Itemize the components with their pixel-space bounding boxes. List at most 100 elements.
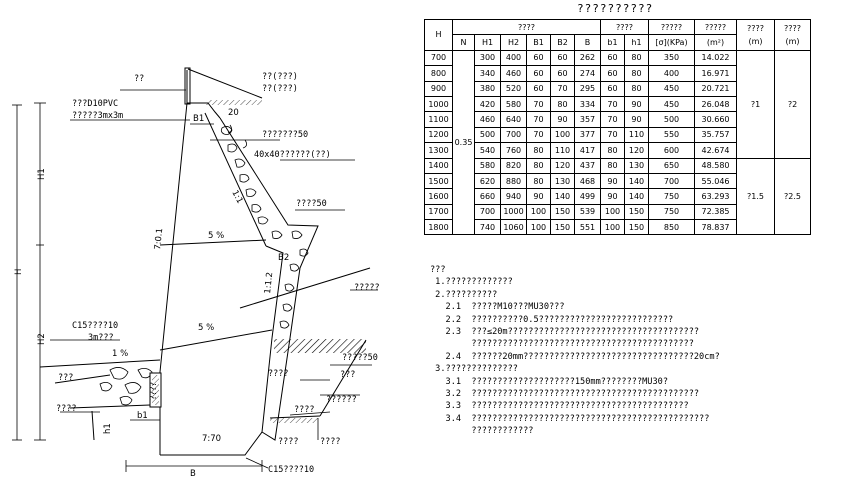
table-cell: 1000: [500, 203, 527, 221]
table-cell: 63.293: [694, 188, 737, 205]
table-cell: 700: [474, 203, 501, 221]
note-line: 3.2 ????????????????????????????????????…: [430, 388, 700, 399]
table-cell: 70: [600, 111, 625, 128]
notes-block: ??? 1.????????????? 2.?????????? 2.1 ???…: [430, 264, 720, 437]
table-cell: 620: [474, 172, 501, 190]
note-line: 3.1 ????????????????????150mm????????MU3…: [430, 376, 668, 387]
th-group-2: ????: [600, 18, 649, 36]
label-c15-top: C15????10: [72, 321, 118, 331]
label-b-dim: B: [190, 469, 196, 479]
table-cell: 551: [574, 219, 601, 236]
table-cell: 80: [526, 172, 551, 190]
label-h-dim: H: [14, 269, 24, 275]
table-cell: 80: [624, 49, 649, 67]
label-c15-bottom: C15????10: [268, 465, 314, 475]
table-cell: 539: [574, 203, 601, 221]
note-line: 3.??????????????: [430, 364, 518, 375]
table-cell: 750: [648, 188, 695, 205]
table-cell: 80: [624, 80, 649, 97]
table-cell: 300: [474, 49, 501, 67]
label-right-1: ?????50: [342, 353, 378, 363]
table-cell: 60: [526, 49, 551, 67]
table-cell: 110: [550, 142, 575, 159]
note-line: ????????????: [430, 426, 534, 437]
table-cell: 420: [474, 95, 501, 113]
label-right-5: ????: [294, 405, 314, 415]
th-h2: H2: [500, 34, 527, 51]
cell-n: 0.35: [452, 49, 475, 236]
table-cell: 499: [574, 188, 601, 205]
table-cell: 120: [624, 142, 649, 159]
table-cell: 640: [500, 111, 527, 128]
th-area: (m²): [694, 34, 737, 51]
table-cell: 700: [648, 172, 695, 190]
th-group-4: ?????: [694, 18, 737, 36]
label-pct-1: 1 %: [112, 349, 128, 359]
table-cell: 450: [648, 95, 695, 113]
leader-lines: [50, 89, 378, 469]
table-cell: 80: [600, 142, 625, 159]
table-cell: 350: [648, 49, 695, 67]
table-cell: 377: [574, 126, 601, 144]
cell-h: 800: [424, 65, 453, 82]
table-header-row: H ???? ???? ????? ????? ????(m) ????(m): [424, 18, 811, 51]
th-h: H: [424, 19, 453, 51]
cell-group2-v1: ?1.5: [736, 157, 775, 236]
label-h1-dim: H1: [37, 168, 47, 180]
label-slope-12: 1:1.2: [263, 272, 275, 295]
table-cell: 80: [526, 157, 551, 174]
cell-h: 1500: [424, 172, 453, 190]
table-cell: 100: [600, 203, 625, 221]
label-b2: B2: [278, 253, 289, 263]
table-cell: 940: [500, 188, 527, 205]
label-rail-top-2: ??(???): [262, 84, 298, 94]
note-line: 3.3 ????????????????????????????????????…: [430, 401, 689, 412]
table-cell: 140: [624, 172, 649, 190]
label-c15-top-2: 3m???: [88, 333, 114, 343]
table-cell: 100: [526, 203, 551, 221]
label-pvc-2: ?????3mx3m: [72, 111, 123, 121]
table-cell: 600: [648, 142, 695, 159]
table-cell: 80: [550, 95, 575, 113]
retaining-wall-section-drawing: ?? ??(???) ??(???) ???D10PVC ?????3mx3m …: [12, 67, 380, 479]
table-cell: 580: [500, 95, 527, 113]
table-cell: 130: [624, 157, 649, 174]
note-line: 2.2 ??????????0.5???????????????????????…: [430, 314, 674, 325]
table-cell: 110: [624, 126, 649, 144]
table-cell: 90: [624, 111, 649, 128]
th-h1: H1: [474, 34, 501, 51]
table-cell: 400: [500, 49, 527, 67]
table-cell: 60: [600, 65, 625, 82]
table-cell: 60: [526, 65, 551, 82]
table-cell: 20.721: [694, 80, 737, 97]
table-cell: 100: [600, 219, 625, 236]
table-cell: 140: [624, 188, 649, 205]
label-50a: ???????50: [262, 130, 308, 140]
table-cell: 60: [550, 65, 575, 82]
table-cell: 880: [500, 172, 527, 190]
label-dim-20: 20: [228, 108, 239, 118]
label-rail: ??: [134, 74, 144, 84]
th-b1-small: b1: [600, 34, 625, 51]
note-line: ????????????????????????????????????????…: [430, 339, 694, 350]
label-b1-bottom: b1: [137, 411, 148, 421]
label-right-2: ????: [268, 369, 288, 379]
cell-group1-v1: ?1: [736, 49, 775, 159]
note-line: ???: [430, 265, 446, 275]
cell-h: 1300: [424, 142, 453, 159]
cell-h: 1400: [424, 157, 453, 174]
table-cell: 80: [624, 65, 649, 82]
wall-outline: [159, 102, 319, 456]
th-b: B: [574, 34, 601, 51]
table-cell: 500: [648, 111, 695, 128]
th-group-3: ?????: [648, 18, 695, 36]
table-cell: 380: [474, 80, 501, 97]
label-b1-top: B1: [193, 114, 204, 124]
table-cell: 60: [600, 80, 625, 97]
table-cell: 417: [574, 142, 601, 159]
table-cell: 850: [648, 219, 695, 236]
table-cell: 70: [550, 80, 575, 97]
